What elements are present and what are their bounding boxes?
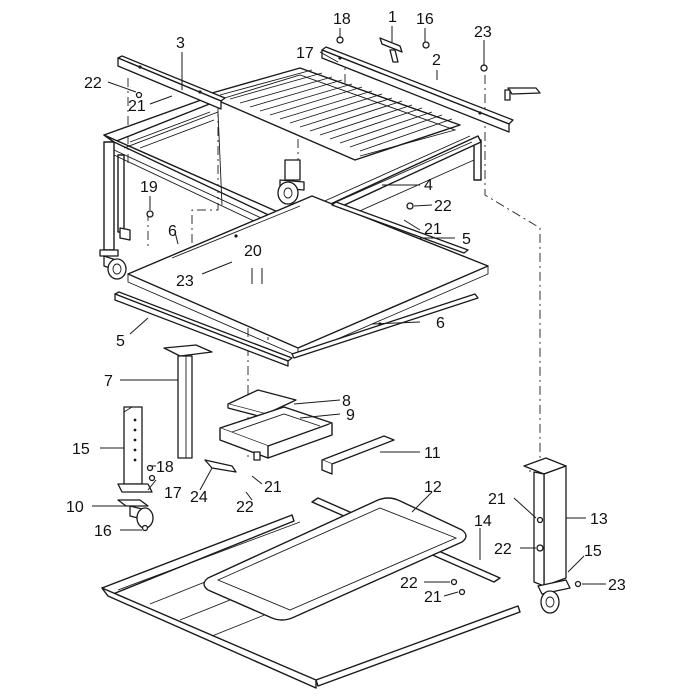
caster-front-left [99,249,127,280]
callout-23-bottom: 23 [608,577,626,594]
callout-23-top: 23 [474,24,492,41]
callout-22-right: 22 [494,541,512,558]
callout-16-bottom: 16 [94,523,112,540]
callout-1: 1 [388,9,397,26]
callout-9: 9 [346,407,355,424]
callout-6-upper: 6 [168,223,177,240]
foot-bracket-24 [204,459,237,473]
adjustable-leg-15-left [117,406,153,493]
callout-24: 24 [190,489,208,506]
callout-16-top: 16 [416,11,434,28]
callout-17-top: 17 [296,45,314,62]
wire-rack-12 [203,497,467,621]
callout-23-mid: 23 [176,273,194,290]
front-left-leg [103,141,115,251]
rear-left-leg [117,154,125,233]
bracket-8 [227,389,297,419]
left-top-rail-3 [117,55,226,110]
callout-labels: 18 1 16 23 3 17 2 22 21 4 19 22 21 6 5 2… [66,9,626,606]
callout-6-lower: 6 [436,315,445,332]
callout-21-mid: 21 [424,221,442,238]
callout-20: 20 [244,243,262,260]
callout-22-topleft: 22 [84,75,102,92]
callout-22-mid: 22 [434,198,452,215]
shelf-rail-5-right [331,201,469,254]
top-fasteners [135,36,488,218]
callout-18-top: 18 [333,11,351,28]
callout-18-bottom: 18 [156,459,174,476]
callout-22-lower: 22 [236,499,254,516]
caster-center [277,159,305,205]
callout-21-topleft: 21 [128,98,146,115]
callout-15-right: 15 [584,543,602,560]
callout-7: 7 [104,373,113,390]
caster-10 [117,499,154,532]
center-post-7 [163,344,213,459]
bottom-shelf-6 [127,195,489,357]
leg-13-right [523,457,582,614]
grill-grate [204,67,461,161]
shelf-rail-6-right [291,293,479,359]
callout-15-left: 15 [72,441,90,458]
callout-13: 13 [590,511,608,528]
callout-21-right: 21 [488,491,506,508]
callout-8: 8 [342,393,351,410]
handle-1-left [379,37,403,63]
bracket-11 [321,435,395,475]
callout-5-lower: 5 [116,333,125,350]
callout-3: 3 [176,35,185,52]
handle-right [504,87,541,101]
callout-12: 12 [424,479,442,496]
callout-17-bottom: 17 [164,485,182,502]
callout-5-upper: 5 [462,231,471,248]
callout-14: 14 [474,513,492,530]
callout-10: 10 [66,499,84,516]
leader-lines [92,26,606,597]
callout-21-lower: 21 [264,479,282,496]
drawer-9 [219,406,333,461]
callout-4: 4 [424,177,433,194]
callout-19: 19 [140,179,158,196]
rear-right-leg [473,139,482,181]
shelf-rail-5-left [114,291,293,367]
callout-2: 2 [432,52,441,69]
callout-11: 11 [424,445,441,462]
callout-21-bottom: 21 [424,589,442,606]
right-top-rail-2 [321,46,514,133]
callout-22-bottom: 22 [400,575,418,592]
frame-top-rail-front [103,134,297,229]
